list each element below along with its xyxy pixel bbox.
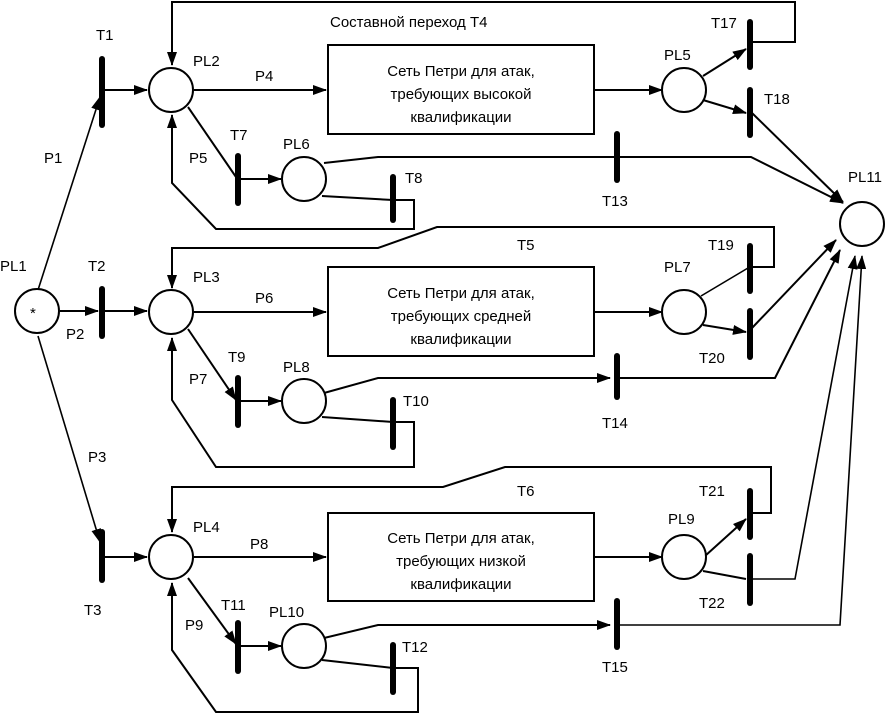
place-pl5	[661, 67, 707, 113]
label-pl6: PL6	[283, 136, 310, 153]
label-t18: T18	[764, 91, 790, 108]
label-t5: T5	[517, 237, 535, 254]
label-pl8: PL8	[283, 359, 310, 376]
arc-pl8-t14	[323, 373, 611, 394]
label-t11: T11	[221, 597, 246, 614]
arc-pl9-t22	[702, 570, 747, 580]
place-pl7	[661, 289, 707, 335]
arc-t21-loop-pl4	[167, 466, 772, 533]
label-t15: T15	[602, 659, 628, 676]
labels: Составной переход T4 PL1 PL2 PL3 PL4 PL5…	[0, 14, 882, 676]
subnet-high-line-3: квалификации	[410, 109, 511, 126]
label-pl4: PL4	[193, 519, 220, 536]
subnet-low-line-3: квалификации	[410, 576, 511, 593]
place-pl3	[148, 289, 194, 335]
subnet-medium-line-3: квалификации	[410, 331, 511, 348]
label-p6: P6	[255, 290, 273, 307]
label-pl3: PL3	[193, 269, 220, 286]
arc-pl9-t21	[704, 518, 747, 557]
arc-t20-pl11	[751, 239, 837, 329]
arc-pl7-t19	[700, 267, 749, 297]
label-t19: T19	[708, 237, 734, 254]
label-pl9: PL9	[668, 511, 695, 528]
label-t2: T2	[88, 258, 106, 275]
label-pl1: PL1	[0, 258, 27, 275]
label-p2: P2	[66, 326, 84, 343]
arc-p9	[187, 577, 237, 645]
subnet-medium-line-2: требующих средней	[391, 308, 531, 325]
label-t3: T3	[84, 602, 102, 619]
label-t8: T8	[405, 170, 423, 187]
arc-t19-loop-pl3	[167, 226, 775, 289]
arc-t22-pl11	[752, 255, 858, 580]
places: *	[14, 67, 885, 669]
place-pl1	[14, 288, 60, 334]
label-p1: P1	[44, 150, 62, 167]
label-t9: T9	[228, 349, 246, 366]
label-pl7: PL7	[664, 259, 691, 276]
label-p7: P7	[189, 371, 207, 388]
arc-pl6-t13-pl11	[323, 156, 844, 204]
transitions	[99, 19, 753, 695]
arc-t18-pl11	[751, 112, 844, 203]
place-pl11	[839, 201, 885, 247]
label-t13: T13	[602, 193, 628, 210]
subnet-low-line-2: требующих низкой	[396, 553, 526, 570]
subnet-high-line-2: требующих высокой	[391, 86, 532, 103]
label-t12: T12	[402, 639, 428, 656]
label-t6: T6	[517, 483, 535, 500]
label-p3: P3	[88, 449, 106, 466]
label-t21: T21	[699, 483, 725, 500]
place-pl4	[148, 534, 194, 580]
label-t20: T20	[699, 350, 725, 367]
label-pl5: PL5	[664, 47, 691, 64]
arc-pl7-t20	[702, 324, 747, 335]
arc-p1	[37, 96, 101, 291]
arc-t17-loop-pl2	[167, 1, 796, 66]
arc-t14-pl11	[616, 249, 841, 379]
composite-transition-label: Составной переход T4	[330, 14, 487, 31]
subnet-box-medium	[327, 266, 595, 357]
subnet-low-line-1: Сеть Петри для атак,	[387, 530, 535, 547]
arc-p3	[37, 335, 102, 543]
place-pl1-token: *	[30, 305, 36, 322]
arc-pl5-t17	[702, 48, 747, 77]
label-p9: P9	[185, 617, 203, 634]
place-pl8	[281, 378, 327, 424]
subnet-medium: Сеть Петри для атак, требующих средней к…	[327, 266, 595, 357]
subnet-medium-line-1: Сеть Петри для атак,	[387, 285, 535, 302]
arc-p7	[187, 328, 237, 401]
label-pl2: PL2	[193, 53, 220, 70]
arc-p5	[187, 106, 237, 178]
arc-pl5-t18	[702, 99, 747, 115]
place-pl6	[281, 156, 327, 202]
subnet-box-high	[327, 44, 595, 135]
arc-t15-pl11	[616, 255, 867, 626]
arcs	[37, 1, 867, 713]
label-pl11: PL11	[848, 169, 882, 186]
place-pl2	[148, 67, 194, 113]
label-t1: T1	[96, 27, 114, 44]
label-p8: P8	[250, 536, 268, 553]
subnet-low: Сеть Петри для атак, требующих низкой кв…	[327, 512, 595, 602]
place-pl10	[281, 623, 327, 669]
label-t22: T22	[699, 595, 725, 612]
label-p4: P4	[255, 68, 273, 85]
label-t7: T7	[230, 127, 248, 144]
arc-pl10-t15	[323, 620, 611, 639]
subnet-high: Сеть Петри для атак, требующих высокой к…	[327, 44, 595, 135]
place-pl9	[661, 534, 707, 580]
label-pl10: PL10	[269, 604, 304, 621]
label-t10: T10	[403, 393, 429, 410]
label-t17: T17	[711, 15, 737, 32]
subnet-box-low	[327, 512, 595, 602]
label-t14: T14	[602, 415, 628, 432]
subnet-high-line-1: Сеть Петри для атак,	[387, 63, 535, 80]
label-p5: P5	[189, 150, 207, 167]
